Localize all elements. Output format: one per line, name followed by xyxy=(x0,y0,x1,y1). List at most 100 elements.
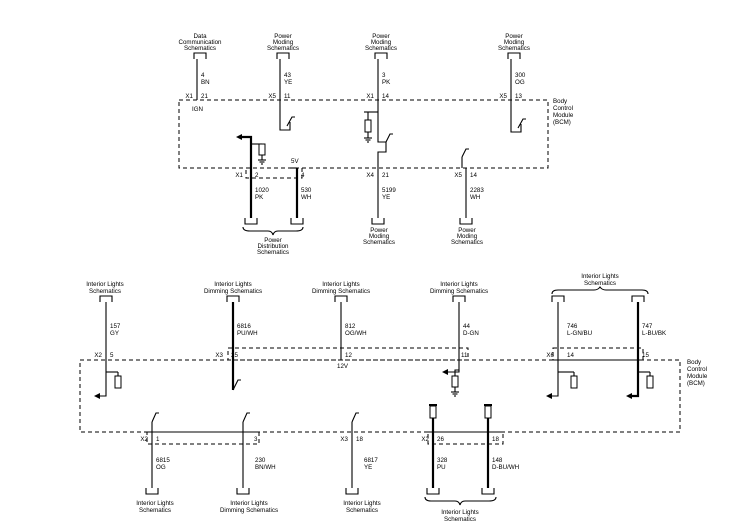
wire-color: BN/WH xyxy=(255,464,276,471)
pin-number: 12 xyxy=(345,352,352,359)
arrow-left-icon xyxy=(236,134,242,140)
wire-color: YE xyxy=(364,464,372,471)
brace-icon xyxy=(242,226,304,236)
circuit-number: 2283 xyxy=(470,187,484,194)
connector-id: X2 xyxy=(421,436,429,443)
arrow-left-icon xyxy=(626,393,632,399)
pin-number: 21 xyxy=(201,93,208,100)
connector-id: X5 xyxy=(454,172,462,179)
ref-label: Dimming Schematics xyxy=(220,507,278,514)
connector-symbol xyxy=(481,488,495,495)
circuit-number: 230 xyxy=(255,457,266,464)
voltage-label: 12V xyxy=(337,363,349,370)
wire-color: OG/WH xyxy=(345,330,367,337)
circuit-number: 6816 xyxy=(237,323,251,330)
circuit-number: 148 xyxy=(492,457,503,464)
circuit-number: 43 xyxy=(284,72,291,79)
ref-label: Interior Lights xyxy=(214,281,252,288)
connector-symbol xyxy=(236,488,250,495)
bottom-internal-circuits xyxy=(94,360,654,432)
resistor-icon xyxy=(484,405,492,419)
ref-label: Schematics xyxy=(184,45,216,52)
pin-number: 18 xyxy=(356,436,363,443)
connector-symbol xyxy=(99,295,113,302)
module-label: (BCM) xyxy=(553,119,571,126)
bottom-wires: 157 GY 6816 PU/WH 812 OG/WH 44 D-GN 746 … xyxy=(94,302,667,370)
pin-number: 21 xyxy=(382,172,389,179)
connector-symbol xyxy=(507,52,521,59)
ref-label: Interior Lights xyxy=(441,509,479,516)
wire-color: PU xyxy=(437,464,446,471)
wire-color: WH xyxy=(301,194,311,201)
switch-icon xyxy=(286,116,295,127)
connector-id: X5 xyxy=(499,93,507,100)
pin-number: 26 xyxy=(437,436,444,443)
module-label: Module xyxy=(687,373,708,380)
switch-icon xyxy=(232,379,241,391)
circuit-number: 746 xyxy=(567,323,578,330)
arrow-left-icon xyxy=(94,393,100,399)
wire xyxy=(446,370,460,373)
connector-id: X4 xyxy=(366,172,374,179)
voltage-label: 5V xyxy=(291,158,299,165)
pin-number: 14 xyxy=(567,352,574,359)
connector-symbol xyxy=(452,295,466,302)
ref-label: Schematics xyxy=(89,288,121,295)
ref-label: Schematics xyxy=(267,45,299,52)
top-section: Data Communication Schematics Power Modi… xyxy=(178,33,574,256)
ref-label: Schematics xyxy=(139,507,171,514)
wire-color: YE xyxy=(284,79,292,86)
switch-icon xyxy=(351,412,359,423)
pin-number: 13 xyxy=(515,93,522,100)
resistor-icon xyxy=(114,375,122,389)
connector-symbol xyxy=(145,488,159,495)
circuit-number: 5199 xyxy=(382,187,396,194)
module-label: Body xyxy=(553,98,568,105)
ref-label: Data xyxy=(193,33,207,40)
connector-dash-box xyxy=(146,431,260,445)
ref-label: Interior Lights xyxy=(322,281,360,288)
connector-dash-box xyxy=(245,167,303,179)
module-label: Body xyxy=(687,359,702,366)
arrow-left-icon xyxy=(546,393,552,399)
wire-color: OG xyxy=(156,464,166,471)
bcm-module-box xyxy=(178,99,549,169)
ref-label: Power xyxy=(458,227,476,234)
top-ref-power-moding-1: Power Moding Schematics xyxy=(267,33,299,59)
ref-label: Power xyxy=(505,33,523,40)
pin-number: 1 xyxy=(156,436,160,443)
wire xyxy=(98,360,107,397)
ref-label: Schematics xyxy=(584,280,616,287)
connector-id: X5 xyxy=(268,93,276,100)
ref-label: Interior Lights xyxy=(343,500,381,507)
ref-label: Schematics xyxy=(346,507,378,514)
top-wires: 4 BN 43 YE 3 PK 300 OG X1 21 IGN X5 11 X… xyxy=(185,59,526,113)
ref-label: Power xyxy=(372,33,390,40)
connector-symbol xyxy=(290,218,304,225)
connector-id: X2 xyxy=(94,352,102,359)
circuit-number: 157 xyxy=(110,323,121,330)
connector-symbol xyxy=(374,52,388,59)
switch-icon xyxy=(242,412,250,423)
ref-label: Schematics xyxy=(444,516,476,523)
bcm-label-bottom: Body Control Module (BCM) xyxy=(687,359,708,387)
pin-number: 18 xyxy=(492,436,499,443)
switch-icon xyxy=(151,412,159,423)
circuit-number: 6817 xyxy=(364,457,378,464)
connector-symbol xyxy=(459,218,473,225)
circuit-number: 300 xyxy=(515,72,526,79)
circuit-number: 44 xyxy=(463,323,470,330)
ref-label: Moding xyxy=(273,39,294,46)
ref-label: Dimming Schematics xyxy=(204,288,262,295)
bcm-module-box-bottom xyxy=(79,359,681,433)
wire-color: BN xyxy=(201,79,210,86)
connector-symbol xyxy=(193,52,207,59)
connector-id: X1 xyxy=(366,93,374,100)
connector-symbol xyxy=(226,295,240,302)
pin-number: 11 xyxy=(461,352,468,359)
ref-label: Moding xyxy=(504,39,525,46)
top-internal-circuits: 5V xyxy=(236,100,526,169)
pin-number: 2 xyxy=(255,172,259,179)
connector-id: X1 xyxy=(235,172,243,179)
